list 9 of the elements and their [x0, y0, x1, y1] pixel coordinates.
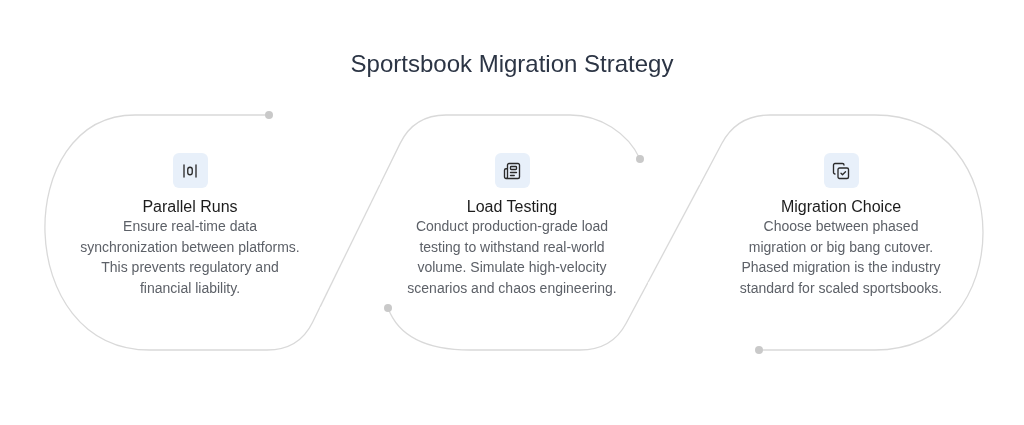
card-heading: Migration Choice [780, 197, 902, 216]
card-description: Conduct production-grade load testing to withstand real-world volume. Simulate high-velocity scenarios and chaos engineering. [406, 217, 618, 298]
connector-line [647, 183, 701, 283]
card-heading: Parallel Runs [142, 197, 238, 216]
card-description: Ensure real-time data synchronization between platforms. This prevents regulatory and financial liability. [79, 217, 301, 298]
diagram-title: Sportsbook Migration Strategy [350, 49, 674, 79]
card-description: Choose between phased migration or big bang cutover. Phased migration is the industry standard for scaled sportsbooks. [738, 217, 944, 298]
connector-line [319, 183, 381, 308]
card-heading: Load Testing [466, 197, 558, 216]
